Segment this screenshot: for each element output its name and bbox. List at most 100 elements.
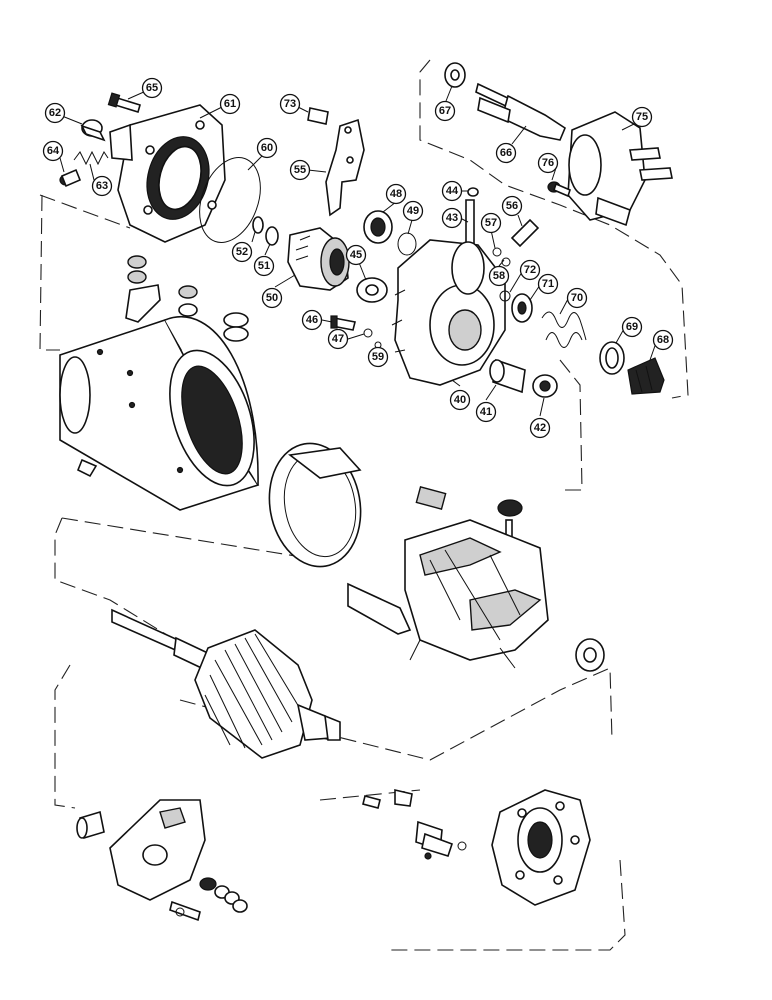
- armature: [111, 608, 341, 759]
- svg-text:44: 44: [446, 185, 459, 197]
- callout-45: 45: [345, 244, 367, 266]
- seal-48: [363, 210, 393, 244]
- drive-assembly-50: [287, 227, 350, 291]
- washer-52: [252, 216, 264, 234]
- callout-56: 56: [501, 195, 523, 217]
- o-ring-60: [199, 157, 261, 243]
- svg-text:64: 64: [47, 145, 60, 157]
- drive-housing-61: [109, 104, 226, 243]
- svg-text:46: 46: [306, 314, 318, 326]
- svg-text:55: 55: [294, 164, 306, 176]
- screw-76: [547, 181, 571, 198]
- svg-text:69: 69: [626, 321, 638, 333]
- callout-47: 47: [327, 328, 349, 350]
- callout-67: 67: [434, 100, 456, 122]
- svg-text:71: 71: [542, 278, 554, 290]
- callout-46: 46: [301, 309, 323, 331]
- svg-text:68: 68: [657, 334, 669, 346]
- svg-text:72: 72: [524, 264, 536, 276]
- svg-text:48: 48: [390, 188, 402, 200]
- svg-text:42: 42: [534, 422, 546, 434]
- callout-60: 60: [256, 137, 278, 159]
- ring-51: [265, 226, 279, 246]
- callout-50: 50: [261, 287, 283, 309]
- spring-63: [73, 150, 109, 166]
- callout-40: 40: [449, 389, 471, 411]
- svg-text:57: 57: [485, 217, 497, 229]
- o-ring-49: [397, 232, 417, 256]
- bolt-65: [107, 92, 141, 114]
- svg-text:66: 66: [500, 147, 512, 159]
- callout-72: 72: [519, 259, 541, 281]
- shift-lever-55: [325, 118, 365, 217]
- field-frame: [59, 316, 260, 511]
- svg-text:76: 76: [542, 157, 554, 169]
- svg-text:73: 73: [284, 98, 296, 110]
- callout-58: 58: [488, 265, 510, 287]
- callout-69: 69: [621, 316, 643, 338]
- svg-text:52: 52: [236, 246, 248, 258]
- callout-65: 65: [141, 77, 163, 99]
- callout-43: 43: [441, 207, 463, 229]
- callout-70: 70: [566, 287, 588, 309]
- bushing-41: [489, 358, 526, 394]
- callout-64: 64: [42, 140, 64, 162]
- plug-64: [59, 168, 82, 188]
- svg-text:75: 75: [636, 111, 648, 123]
- ring-72: [499, 290, 511, 302]
- callout-76: 76: [537, 152, 559, 174]
- bearing-ring: [575, 638, 605, 672]
- washer-47-59: [363, 328, 382, 349]
- callout-44: 44: [441, 180, 463, 202]
- seal-69: [599, 341, 625, 375]
- callout-73: 73: [279, 93, 301, 115]
- washer-pad-left: [125, 255, 161, 323]
- callout-48: 48: [385, 183, 407, 205]
- pin-44-43: [465, 187, 479, 251]
- svg-text:45: 45: [350, 249, 362, 261]
- lever-housing-40: [391, 239, 506, 386]
- brush-plate-insulator: [415, 486, 447, 510]
- bolt-73: [307, 107, 329, 125]
- callout-66: 66: [495, 142, 517, 164]
- callout-57: 57: [480, 212, 502, 234]
- svg-text:41: 41: [480, 406, 492, 418]
- drive-end-plate: [109, 799, 206, 901]
- svg-text:49: 49: [407, 205, 419, 217]
- field-coils: [404, 519, 549, 669]
- washer-67: [444, 62, 466, 88]
- washer-45: [356, 277, 388, 303]
- callout-55: 55: [289, 159, 311, 181]
- group-outline-housing: [39, 194, 583, 491]
- insulation-band: [268, 442, 362, 568]
- callout-52: 52: [231, 241, 253, 263]
- callout-51: 51: [253, 255, 275, 277]
- bolt-46: [330, 315, 356, 331]
- svg-text:60: 60: [261, 142, 273, 154]
- svg-text:40: 40: [454, 394, 466, 406]
- bushing-42: [532, 374, 558, 398]
- plunger-66: [475, 82, 566, 141]
- svg-text:56: 56: [506, 200, 518, 212]
- nut-washer-stack: [169, 877, 248, 922]
- callout-62: 62: [44, 102, 66, 124]
- pole-shoe: [347, 582, 412, 635]
- svg-text:58: 58: [493, 270, 505, 282]
- commutator-end-frame: [491, 789, 591, 906]
- spring-70: [541, 311, 587, 348]
- group-outline-solenoid: [419, 59, 689, 399]
- bushing-lower: [76, 810, 105, 840]
- boot-68: [627, 357, 665, 395]
- callout-41: 41: [475, 401, 497, 423]
- svg-text:43: 43: [446, 212, 458, 224]
- callout-61: 61: [219, 93, 241, 115]
- svg-text:62: 62: [49, 107, 61, 119]
- callout-63: 63: [91, 175, 113, 197]
- svg-text:63: 63: [96, 180, 108, 192]
- svg-text:61: 61: [224, 98, 236, 110]
- callout-68: 68: [652, 329, 674, 351]
- washer-71: [511, 293, 533, 323]
- svg-text:59: 59: [372, 351, 384, 363]
- bushing-62: [80, 119, 106, 142]
